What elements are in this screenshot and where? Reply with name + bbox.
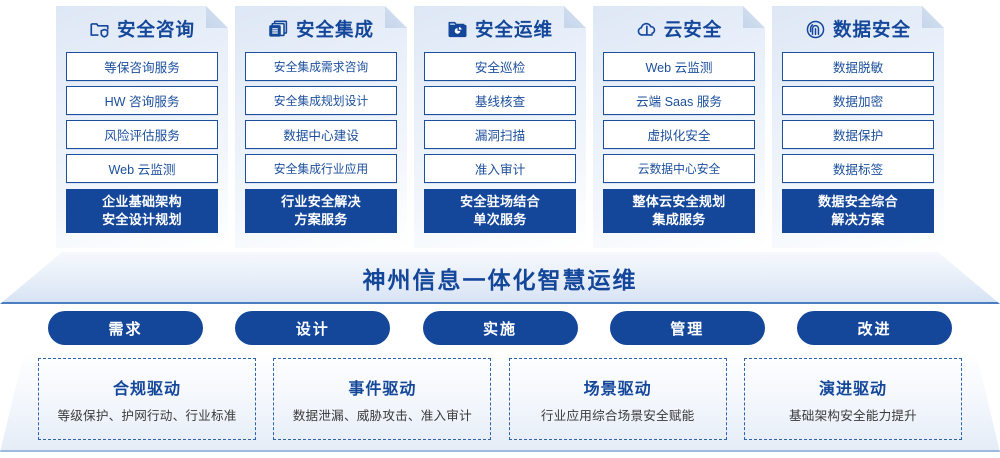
solution-line-1: 数据安全综合 — [818, 194, 898, 209]
panel-security-operations[interactable]: 安全运维 安全巡检 基线核查 漏洞扫描 准入审计 安全驻场结合 单次服务 — [414, 6, 586, 248]
driver-title: 事件驱动 — [348, 380, 417, 398]
stacked-documents-icon — [268, 19, 289, 40]
panel-security-consulting[interactable]: 安全咨询 等保咨询服务 HW 咨询服务 风险评估服务 Web 云监测 企业基础架… — [56, 6, 228, 248]
panel-title: 安全咨询 — [116, 19, 195, 40]
panel-title: 安全运维 — [474, 19, 553, 40]
driver-evolution[interactable]: 演进驱动 基础架构安全能力提升 — [743, 358, 962, 440]
solution-line-1: 企业基础架构 — [102, 194, 182, 209]
panel-header: 安全运维 — [424, 6, 576, 52]
panel-header: 安全咨询 — [66, 6, 218, 52]
panel-header: 数据安全 — [782, 6, 934, 52]
drivers-row: 合规驱动 等级保护、护网行动、行业标准 事件驱动 数据泄漏、威胁攻击、准入审计 … — [0, 358, 1000, 444]
solution-line-1: 安全驻场结合 — [460, 194, 540, 209]
service-item[interactable]: 数据标签 — [782, 154, 934, 183]
service-item[interactable]: 安全集成规划设计 — [245, 86, 397, 115]
drivers-section: 合规驱动 等级保护、护网行动、行业标准 事件驱动 数据泄漏、威胁攻击、准入审计 … — [0, 352, 1000, 452]
service-item[interactable]: 虚拟化安全 — [603, 120, 755, 149]
driver-description: 等级保护、护网行动、行业标准 — [57, 408, 237, 423]
pill-requirement[interactable]: 需求 — [48, 311, 203, 345]
driver-compliance[interactable]: 合规驱动 等级保护、护网行动、行业标准 — [38, 358, 256, 440]
panel-solution[interactable]: 安全驻场结合 单次服务 — [424, 189, 576, 233]
solution-line-2: 解决方案 — [831, 212, 885, 227]
driver-title: 演进驱动 — [818, 380, 887, 398]
folder-chart-icon — [447, 19, 468, 40]
platform-banner: 神州信息一体化智慧运维 — [0, 252, 1000, 304]
pill-management[interactable]: 管理 — [609, 311, 765, 345]
service-item[interactable]: Web 云监测 — [66, 154, 218, 183]
service-item[interactable]: 云数据中心安全 — [603, 154, 755, 183]
service-item[interactable]: Web 云监测 — [603, 52, 755, 81]
service-item[interactable]: 等保咨询服务 — [66, 52, 218, 81]
panel-solution[interactable]: 整体云安全规划 集成服务 — [603, 189, 755, 233]
panel-header: 云安全 — [603, 6, 755, 52]
banner-edge — [0, 252, 1000, 304]
driver-title: 场景驱动 — [583, 380, 652, 398]
driver-description: 基础架构安全能力提升 — [789, 408, 917, 423]
pill-design[interactable]: 设计 — [235, 311, 391, 345]
driver-title: 合规驱动 — [112, 380, 181, 398]
service-item[interactable]: 数据加密 — [782, 86, 934, 115]
pill-implementation[interactable]: 实施 — [422, 311, 578, 345]
fingerprint-icon — [805, 19, 826, 40]
drivers-background — [0, 352, 1000, 452]
panel-title: 云安全 — [663, 19, 723, 40]
service-item[interactable]: 安全集成行业应用 — [245, 154, 397, 183]
banner-title: 神州信息一体化智慧运维 — [362, 267, 638, 293]
service-item[interactable]: 准入审计 — [424, 154, 576, 183]
driver-description: 行业应用综合场景安全赋能 — [540, 408, 695, 423]
panel-solution[interactable]: 行业安全解决 方案服务 — [245, 189, 397, 233]
panel-security-integration[interactable]: 安全集成 安全集成需求咨询 安全集成规划设计 数据中心建设 安全集成行业应用 行… — [235, 6, 407, 248]
service-item[interactable]: HW 咨询服务 — [66, 86, 218, 115]
solution-line-2: 集成服务 — [652, 212, 706, 227]
service-item[interactable]: 漏洞扫描 — [424, 120, 576, 149]
lifecycle-pills: 需求 设计 实施 管理 改进 — [0, 311, 1000, 345]
solution-line-2: 方案服务 — [294, 212, 348, 227]
solution-line-2: 单次服务 — [473, 212, 527, 227]
service-item[interactable]: 基线核查 — [424, 86, 576, 115]
solution-line-2: 安全设计规划 — [102, 212, 182, 227]
banner-background — [0, 252, 1000, 304]
panel-solution[interactable]: 企业基础架构 安全设计规划 — [66, 189, 218, 233]
service-item[interactable]: 数据中心建设 — [245, 120, 397, 149]
driver-scenario[interactable]: 场景驱动 行业应用综合场景安全赋能 — [508, 358, 727, 440]
panel-title: 数据安全 — [832, 19, 911, 40]
service-item[interactable]: 安全集成需求咨询 — [245, 52, 397, 81]
service-item[interactable]: 云端 Saas 服务 — [603, 86, 755, 115]
solution-line-1: 整体云安全规划 — [632, 194, 726, 209]
solution-line-1: 行业安全解决 — [281, 194, 361, 209]
capability-panels: 安全咨询 等保咨询服务 HW 咨询服务 风险评估服务 Web 云监测 企业基础架… — [0, 6, 1000, 254]
panel-cloud-security[interactable]: 云安全 Web 云监测 云端 Saas 服务 虚拟化安全 云数据中心安全 整体云… — [593, 6, 765, 248]
service-item[interactable]: 安全巡检 — [424, 52, 576, 81]
driver-description: 数据泄漏、威胁攻击、准入审计 — [292, 408, 472, 423]
panel-solution[interactable]: 数据安全综合 解决方案 — [782, 189, 934, 233]
service-item[interactable]: 风险评估服务 — [66, 120, 218, 149]
service-item[interactable]: 数据保护 — [782, 120, 934, 149]
cloud-icon — [636, 19, 657, 40]
panel-header: 安全集成 — [245, 6, 397, 52]
folder-shield-icon — [89, 19, 110, 40]
driver-incident[interactable]: 事件驱动 数据泄漏、威胁攻击、准入审计 — [273, 358, 492, 440]
panel-data-security[interactable]: 数据安全 数据脱敏 数据加密 数据保护 数据标签 数据安全综合 解决方案 — [772, 6, 944, 248]
panel-title: 安全集成 — [295, 19, 374, 40]
service-item[interactable]: 数据脱敏 — [782, 52, 934, 81]
pill-improvement[interactable]: 改进 — [797, 311, 952, 345]
